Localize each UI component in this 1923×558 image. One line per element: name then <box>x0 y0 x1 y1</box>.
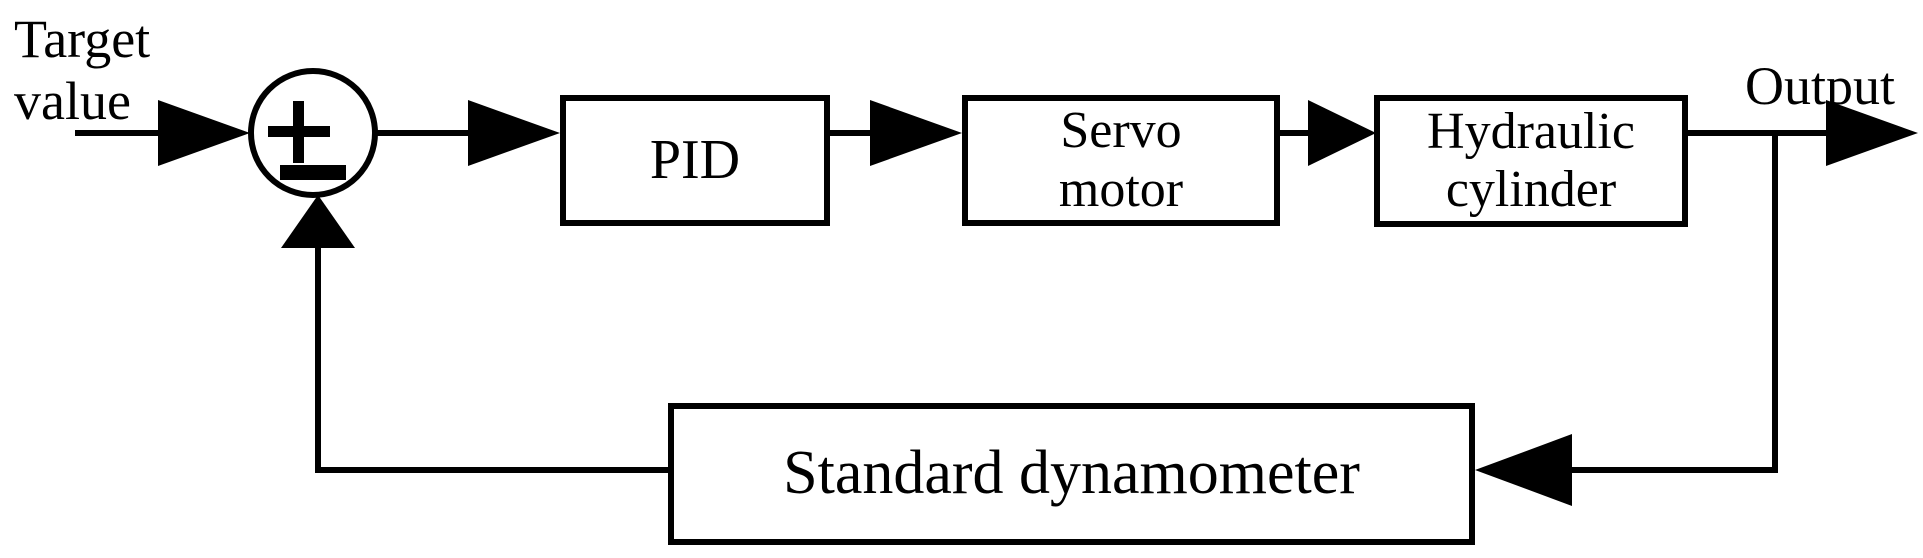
arrowhead-input-to-sum <box>158 100 250 166</box>
standard-dynamometer-block-hit-target[interactable] <box>668 403 1475 545</box>
block-pid[interactable] <box>560 95 830 226</box>
minus-sign-icon <box>280 165 346 180</box>
standard-dynamometer-rect <box>668 403 1475 545</box>
connection-sum-to-pid <box>375 100 560 166</box>
connection-pid-to-servo <box>830 100 962 166</box>
pid-block-hit-target[interactable] <box>560 95 830 226</box>
block-standard-dynamometer[interactable] <box>668 403 1475 545</box>
connection-feedback-loop <box>1475 133 1778 506</box>
summing-junction-hit-target[interactable] <box>251 71 375 195</box>
block-hydraulic-cylinder[interactable] <box>1374 95 1688 227</box>
hydraulic-cylinder-block-hit-target[interactable] <box>1374 95 1688 227</box>
servo-motor-rect <box>962 95 1280 226</box>
connection-servo-to-hydraulic <box>1280 100 1376 166</box>
arrowhead-output <box>1826 100 1918 166</box>
arrowhead-sum-to-pid <box>468 100 560 166</box>
arrowhead-pid-to-servo <box>870 100 962 166</box>
hydraulic-cylinder-rect <box>1374 95 1688 227</box>
connection-dynamometer-to-sum <box>281 195 668 473</box>
connection-input-to-sum <box>75 100 250 166</box>
arrowhead-to-dynamometer <box>1475 434 1572 506</box>
plus-sign-icon <box>268 101 330 163</box>
block-servo-motor[interactable] <box>962 95 1280 226</box>
connection-hydraulic-to-output <box>1688 100 1918 166</box>
arrowhead-servo-to-hydraulic <box>1308 100 1376 166</box>
pid-rect <box>560 95 830 226</box>
arrowhead-to-summing-junction <box>281 195 355 248</box>
servo-motor-block-hit-target[interactable] <box>962 95 1280 226</box>
